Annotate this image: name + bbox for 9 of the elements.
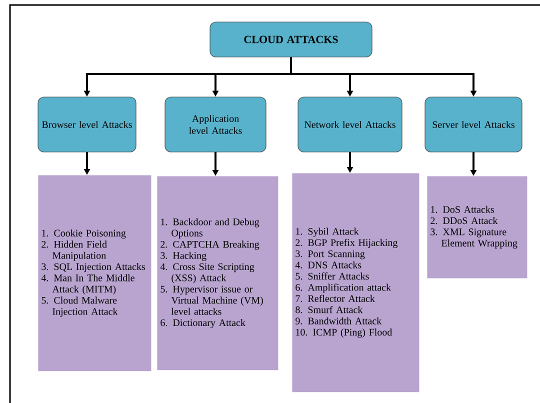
category-box: Browser level Attacks <box>38 96 136 152</box>
title-box: CLOUD ATTACKS <box>210 22 372 58</box>
category-box: Application level Attacks <box>164 96 266 152</box>
list-box: 1. DoS Attacks 2. DDoS Attack 3. XML Signature Element Wrapping <box>427 176 528 278</box>
list-box: 1. Backdoor and Debug Options 2. CAPTCHA Breaking 3. Hacking 4. Cross Site Scripting (XSS) Attack 5. Hypervisor issue or Virtual Machine (VM) level attacks 6. Dictionary Attack <box>157 176 278 370</box>
list-box: 1. Cookie Poisoning 2. Hidden Field Manipulation 3. SQL Injection Attacks 4. Man In The Middle Attack (MITM) 5. Cloud Malware Injection Attack <box>38 175 152 372</box>
list-box: 1. Sybil Attack 2. BGP Prefix Hijacking 3. Port Scanning 4. DNS Attacks 5. Sniffer Attacks 6. Amplification attack 7. Reflector Attack 8. Smurf Attack 9. Bandwidth Attack 10. ICMP (Ping) Flood <box>292 173 420 392</box>
category-box: Network level Attacks <box>298 96 402 152</box>
category-box: Server level Attacks <box>424 96 522 152</box>
